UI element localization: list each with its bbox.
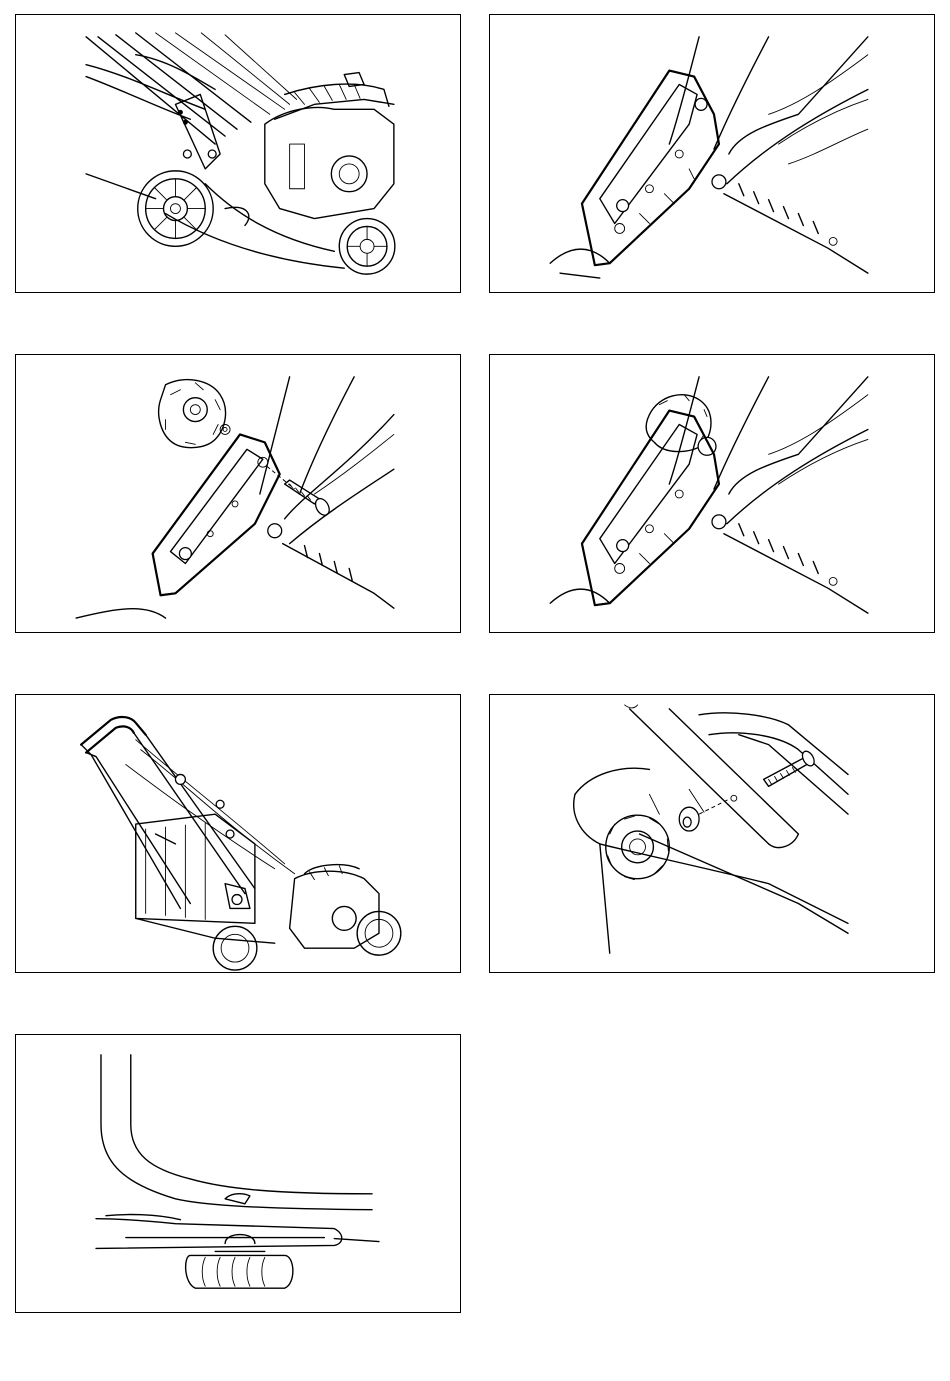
illustration-panel-4 <box>489 354 935 633</box>
handle-cable-clip-icon <box>16 1035 460 1312</box>
illustration-panel-7 <box>15 1034 461 1313</box>
knob-fitted-bracket-icon <box>490 355 934 632</box>
illustration-panel-1 <box>15 14 461 293</box>
illustration-panel-2 <box>489 14 935 293</box>
handle-bracket-closeup-icon <box>490 15 934 292</box>
full-mower-with-handle-icon <box>16 695 460 972</box>
illustration-panel-5 <box>15 694 461 973</box>
illustration-panel-6 <box>489 694 935 973</box>
mower-engine-and-lower-handle-icon <box>16 15 460 292</box>
knob-and-bolt-exploded-icon <box>16 355 460 632</box>
illustration-panel-3 <box>15 354 461 633</box>
handle-knob-bolt-assembly-icon <box>490 695 934 972</box>
